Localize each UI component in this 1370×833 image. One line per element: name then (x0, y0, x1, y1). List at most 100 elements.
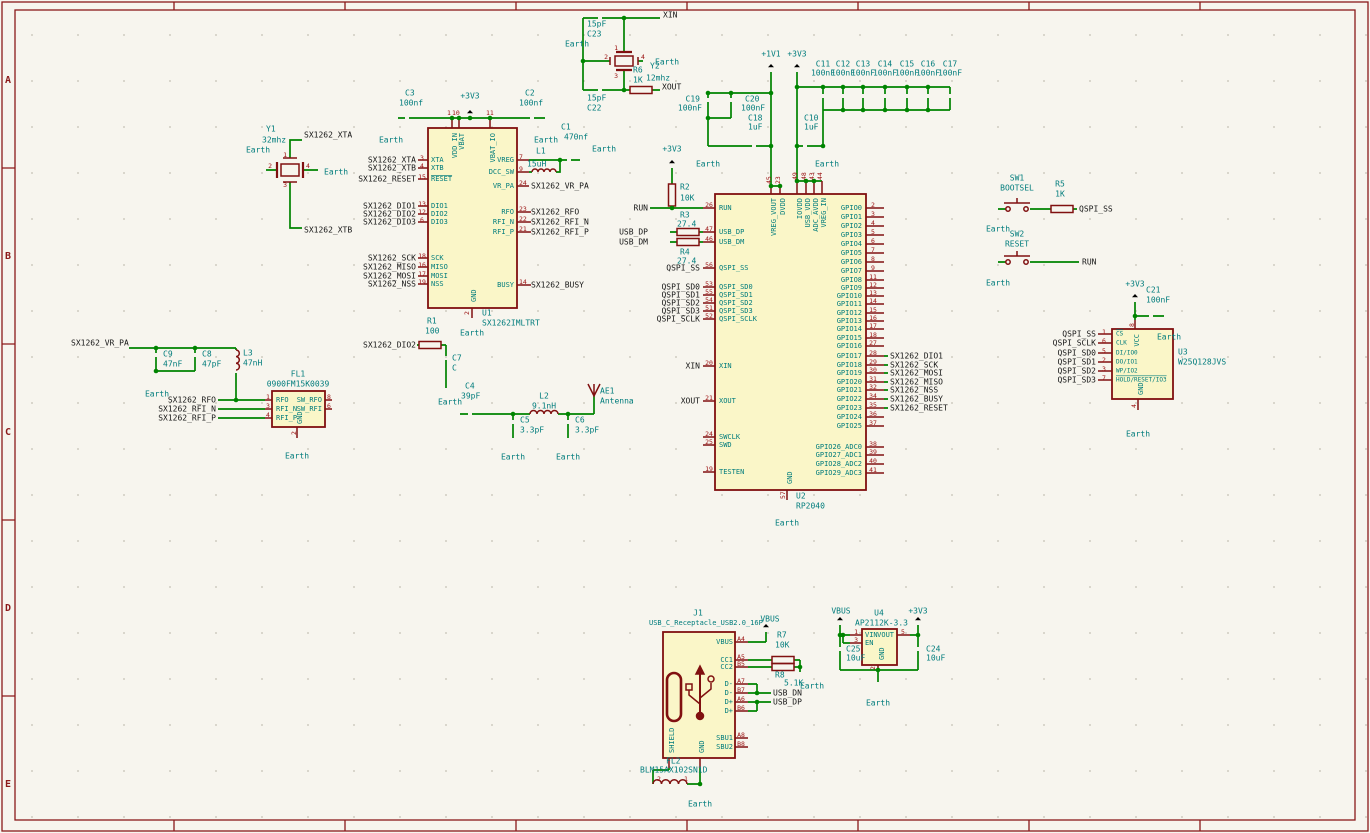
r4-value: 27.4 (677, 257, 696, 266)
schematic-label: USB_DM (719, 238, 744, 246)
component-l1-inductor[interactable] (531, 168, 557, 173)
schematic-label: RFO (501, 208, 514, 216)
schematic-label: USB_DP (619, 228, 648, 237)
schematic-label: Earth (565, 40, 589, 49)
junction-dot (1132, 313, 1138, 319)
schematic-label: USB_DP (773, 698, 802, 707)
u3-ref: U3 (1178, 348, 1188, 357)
junction-dot (860, 107, 866, 113)
frame-row-letter: E (5, 779, 11, 790)
component-fl1-filter[interactable] (265, 390, 332, 438)
schematic-label: 56 (705, 261, 713, 269)
earth-icon (992, 262, 1004, 272)
schematic-label: SX1262_VR_PA (531, 182, 589, 191)
schematic-label: 7 (871, 246, 875, 254)
wire-y2 (582, 17, 660, 91)
junction-dot (860, 84, 866, 90)
c18-capacitor (752, 139, 756, 153)
schematic-label: RFO (276, 396, 289, 404)
schematic-label: 3 (266, 402, 270, 410)
junction-dot (840, 107, 846, 113)
r6-value: 1K (633, 76, 643, 85)
component-j1-usbc[interactable] (662, 631, 748, 768)
schematic-label: 1 (283, 151, 287, 159)
no-connect-icon (884, 309, 892, 317)
schematic-label: SBU1 (716, 734, 733, 742)
schematic-label: QSPI_SD1 (719, 291, 753, 299)
c21-ref: C21 (1146, 286, 1161, 295)
junction-dot (915, 632, 921, 638)
schematic-label: SX1262_NSS (890, 386, 938, 395)
schematic-label: GPIO10 (837, 292, 862, 300)
schematic-label: GPIO28_ADC2 (816, 460, 862, 468)
junction-dot (192, 345, 198, 351)
r2-resistor (667, 183, 677, 207)
l1-value: 15uH (527, 160, 546, 169)
schematic-label: SX1262_NSS (368, 280, 416, 289)
schematic-label: 13 (418, 200, 426, 208)
schematic-label: 6 (420, 216, 424, 224)
component-y1-crystal[interactable] (275, 157, 305, 183)
schematic-label: 55 (705, 288, 713, 296)
c22-ref: C22 (587, 104, 602, 113)
component-ae1-antenna[interactable] (587, 383, 601, 398)
frame-row-letter: B (5, 251, 11, 262)
schematic-label: 54 (705, 296, 713, 304)
component-sw2-reset[interactable] (1004, 251, 1030, 265)
schematic-label: D- (725, 689, 733, 697)
schematic-label: Earth (145, 390, 169, 399)
component-u3-flash[interactable] (1098, 320, 1174, 410)
schematic-label: 4 (641, 53, 645, 61)
schematic-label: 6 (327, 402, 331, 410)
component-u2-rp2040[interactable] (703, 181, 884, 500)
fl1-ref: FL1 (291, 370, 306, 379)
c13-capacitor (856, 94, 870, 98)
schematic-label: 30 (869, 366, 877, 374)
c22-value: 15pF (587, 94, 606, 103)
c14-capacitor (878, 94, 892, 98)
junction-dot (925, 107, 931, 113)
schematic-label: 2 (463, 311, 471, 315)
component-u1-sx1262[interactable] (418, 118, 531, 318)
schematic-label: Earth (986, 279, 1010, 288)
r4-ref: R4 (680, 248, 690, 257)
schematic-label: +3V3 (787, 50, 806, 59)
sw2-value: RESET (1005, 240, 1029, 249)
capacitors[interactable] (149, 11, 1153, 651)
no-connect-icon (747, 734, 755, 742)
schematic-label: 37 (869, 419, 877, 427)
no-connect-icon (884, 413, 892, 421)
schematic-label: 3 (420, 154, 424, 162)
schematic-label: 3 (854, 636, 858, 644)
c17-capacitor (943, 94, 957, 98)
c25-ref: C25 (846, 645, 861, 654)
c3-value: 100nf (399, 99, 423, 108)
schematic-label: 17 (418, 270, 426, 278)
component-fl2-ferrite[interactable] (652, 779, 688, 785)
earth-icon (702, 146, 714, 156)
schematic-label: SX1262_RFI_N (531, 218, 589, 227)
no-connect-icon (884, 258, 892, 266)
c12-capacitor (836, 94, 850, 98)
schematic-label: 4 (871, 219, 875, 227)
resistors[interactable] (418, 85, 1074, 672)
schematic-label: 2 (1102, 356, 1106, 364)
c20-value: 100nF (741, 104, 765, 113)
c6-value: 3.3pF (575, 426, 599, 435)
no-connect-icon (884, 284, 892, 292)
component-sw1-bootsel[interactable] (1004, 198, 1030, 212)
schematic-label: XOUT (681, 397, 700, 406)
schematic-label: QSPI_SCLK (657, 315, 701, 324)
component-y2-crystal[interactable] (609, 50, 639, 72)
schematic-label: 34 (869, 392, 877, 400)
component-l2-inductor[interactable] (529, 409, 559, 415)
component-l3-inductor[interactable] (235, 349, 241, 371)
usb-icon (665, 664, 715, 723)
schematic-label: VBAT_IO (489, 133, 497, 163)
schematic-label: QSPI_SD2 (1057, 367, 1096, 376)
schematic-label: CLK (1116, 340, 1127, 347)
schematic-label: QSPI_SD2 (719, 299, 753, 307)
component-u4-regulator[interactable] (850, 628, 910, 670)
